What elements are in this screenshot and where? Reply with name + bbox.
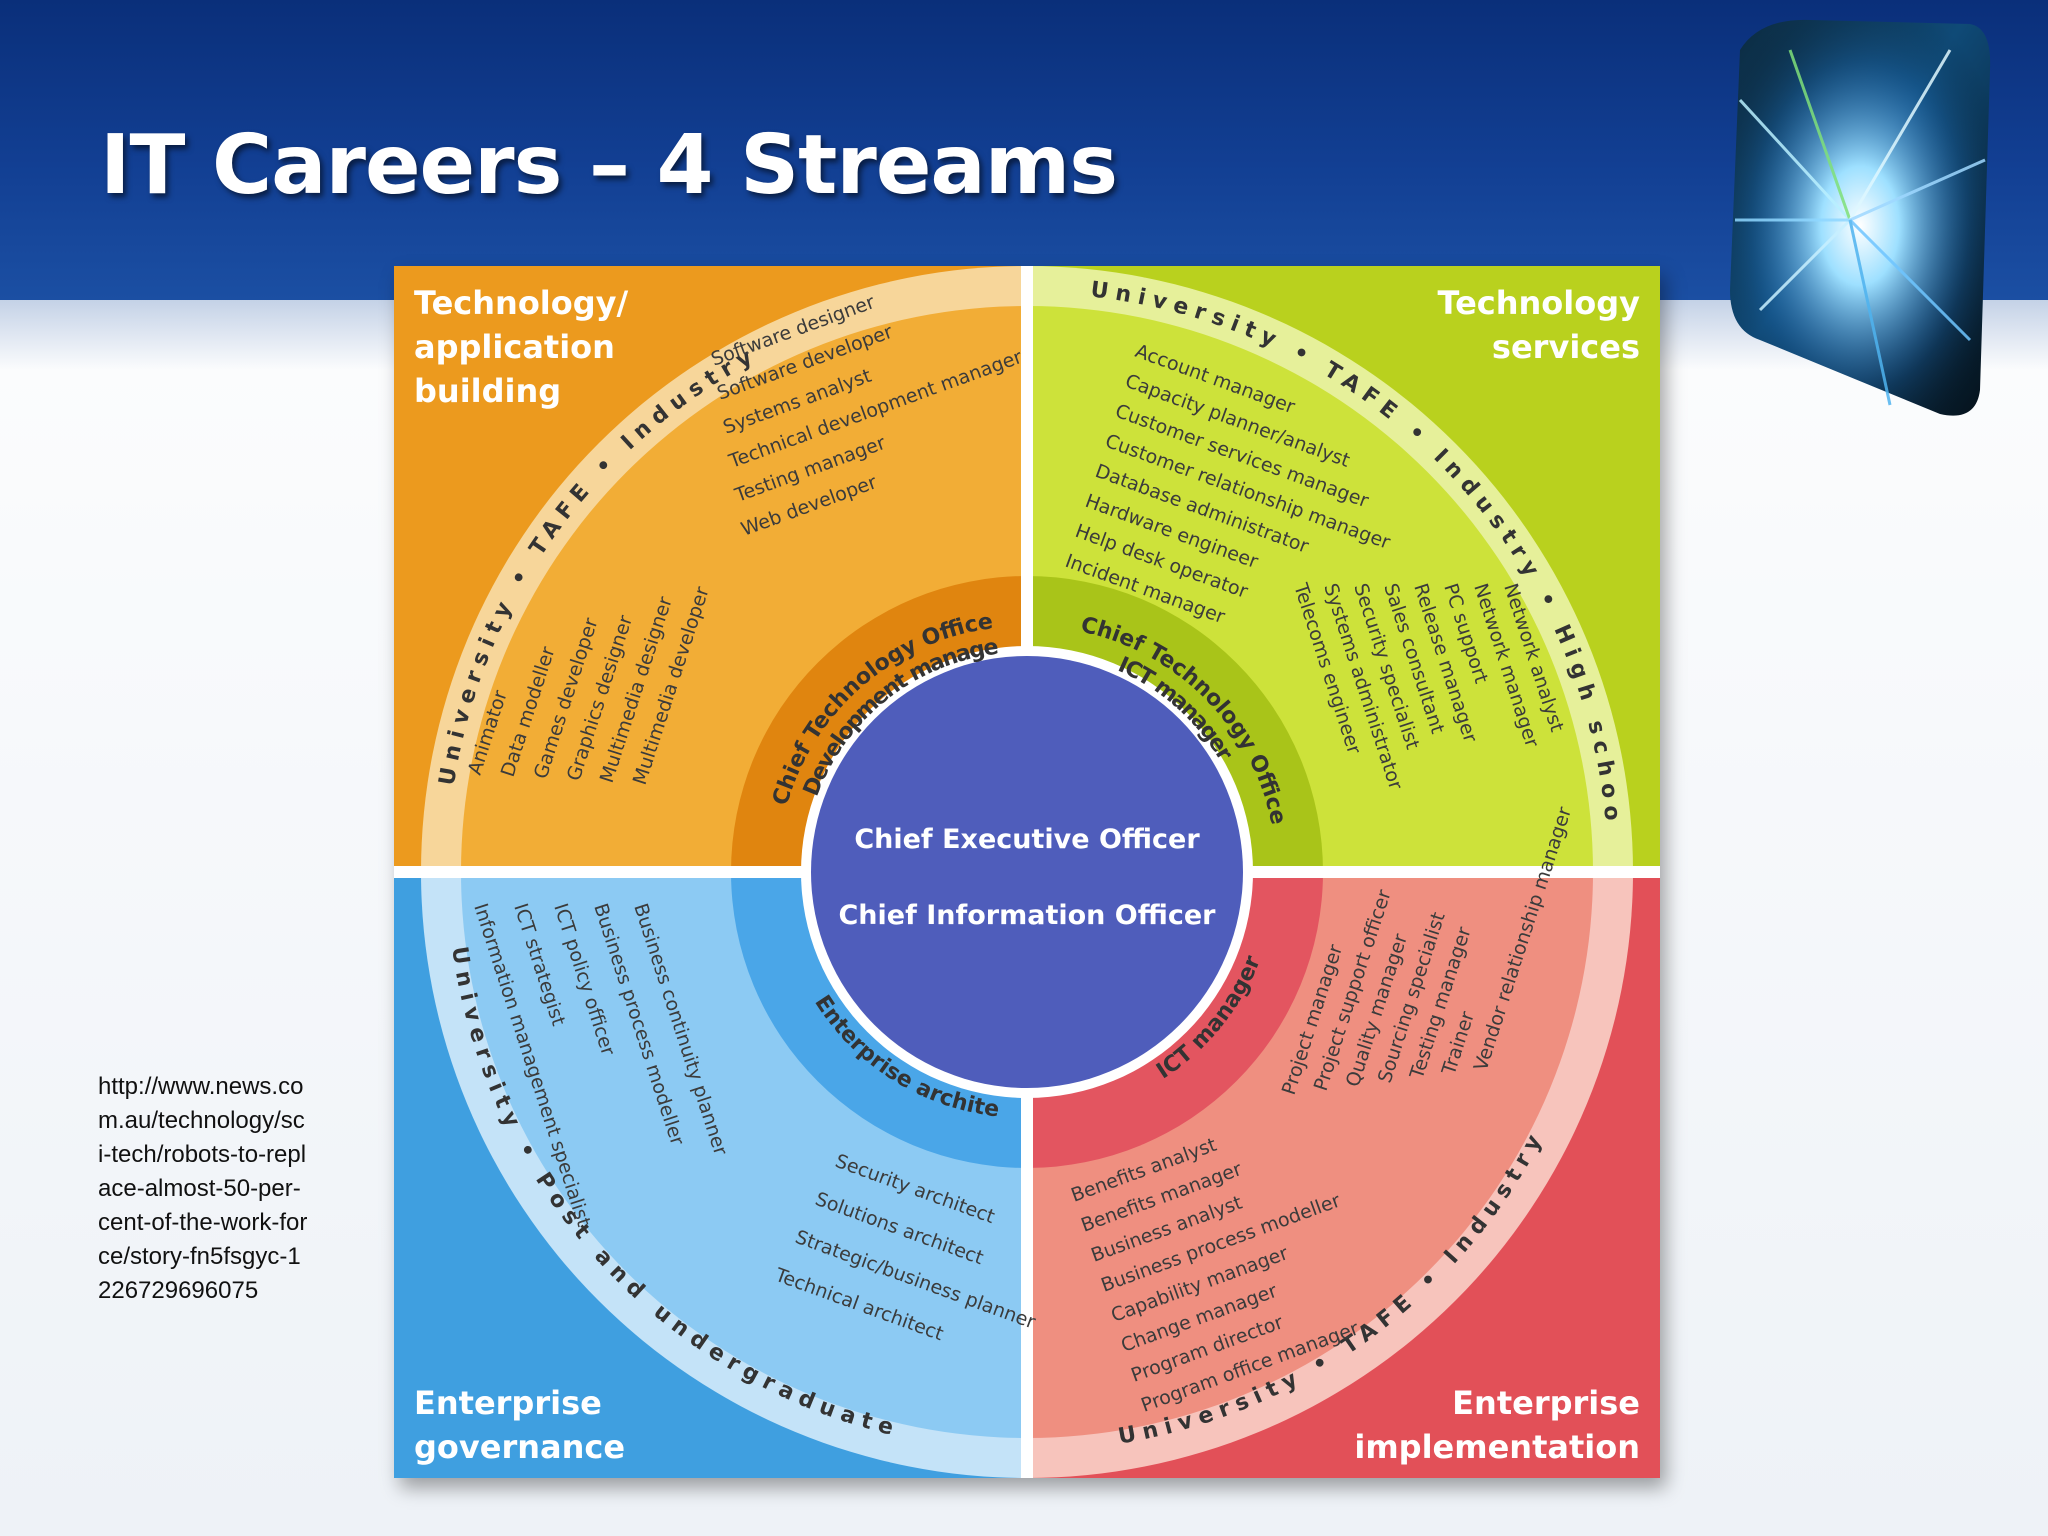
source-url-note: http://www.news.com.au/technology/sci-te… [98, 1073, 308, 1304]
center-line-1: Chief Executive Officer [854, 824, 1200, 855]
quadrant-title-top-right-1: Technology [1437, 284, 1640, 322]
quadrant-title-bottom-right-2: implementation [1354, 1428, 1640, 1466]
center-circle [811, 656, 1243, 1088]
quadrant-title-bottom-left-2: governance [414, 1428, 625, 1466]
quadrant-title-top-left-1: Technology/ [414, 284, 629, 322]
quadrant-title-bottom-left-1: Enterprise [414, 1384, 602, 1422]
quadrant-title-top-right-2: services [1492, 328, 1640, 366]
quadrant-title-top-left-3: building [414, 372, 561, 410]
quadrant-title-top-left-2: application [414, 328, 615, 366]
quadrant-title-bottom-right-1: Enterprise [1452, 1384, 1640, 1422]
header-band [0, 0, 2048, 300]
slide-title: IT Careers – 4 Streams [100, 118, 1118, 213]
light-burst-cube-image [1730, 19, 1991, 416]
it-careers-wheel-diagram: Chief Executive Officer Chief Informatio… [394, 266, 1660, 1478]
center-line-2: Chief Information Officer [838, 900, 1216, 931]
